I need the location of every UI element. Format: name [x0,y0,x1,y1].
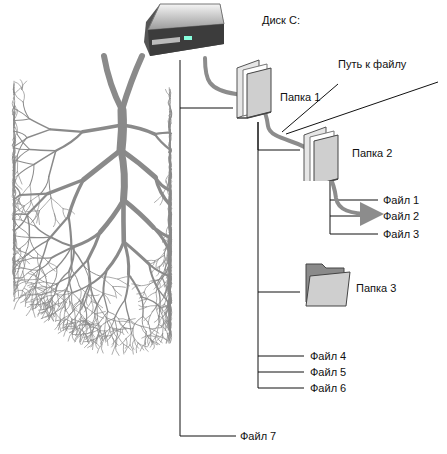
node-label: Папка 1 [280,91,320,103]
folder: Папка 3 [300,258,399,308]
node-label: Папка 2 [352,147,392,159]
file-label: Файл 4 [310,350,346,362]
file-label: Файл 6 [310,382,346,394]
disk-drive: Диск С: [140,0,302,60]
file-label: Файл 3 [383,228,419,240]
node-label: Диск С: [262,14,300,26]
file-label: Файл 1 [383,194,419,206]
file-label: Файл 5 [310,366,346,378]
file-label: Файл 2 [383,210,419,222]
folder: Папка 1 [233,58,323,122]
node-label: Папка 3 [356,282,396,294]
folder-icon [233,58,273,122]
folder-icon [300,125,348,181]
callout-label: Путь к файлу [338,58,406,70]
disk-drive-icon [140,0,226,60]
tree-lines [180,82,438,436]
folder: Папка 2 [300,125,395,181]
file-label: Файл 7 [240,430,276,442]
folder-icon [300,258,352,308]
tree-connector [258,122,300,292]
tree-roots [12,56,172,356]
